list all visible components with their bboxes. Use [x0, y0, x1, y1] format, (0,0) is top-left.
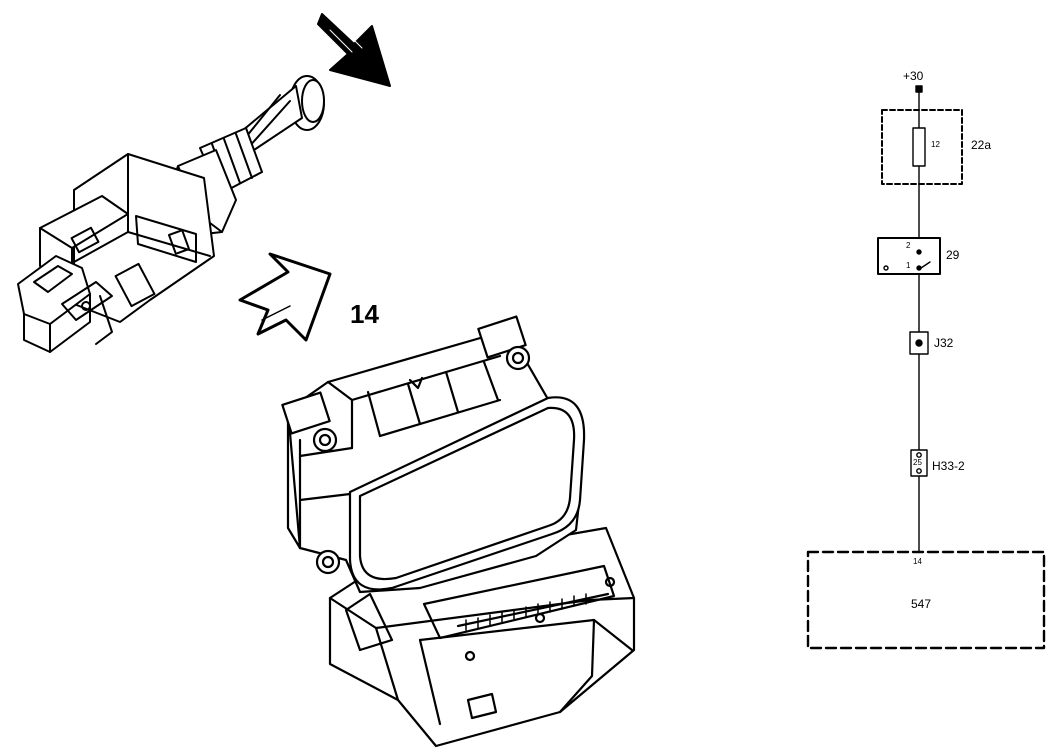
- ecu-box: [806, 550, 1046, 650]
- fuse-symbol: [912, 127, 926, 167]
- fuse-box-label: 22a: [971, 138, 992, 152]
- direction-arrow-black: [317, 13, 391, 87]
- control-unit-illustration: [281, 315, 636, 748]
- brake-light-switch-illustration: [17, 75, 325, 353]
- ecu-label: 547: [911, 597, 932, 611]
- switch-pin-bottom: 1: [906, 261, 911, 270]
- wiring-schematic: [806, 85, 1046, 650]
- supply-label: +30: [903, 69, 924, 83]
- fuse-box: [881, 109, 963, 185]
- supply-terminal: [915, 85, 923, 93]
- switch-pin-top: 2: [906, 241, 911, 250]
- connector-symbol: [910, 449, 928, 477]
- connector-pins: [465, 593, 587, 631]
- connector-pin: 25: [913, 458, 922, 467]
- ecu-pin: 14: [913, 557, 922, 566]
- connector-label: H33-2: [932, 459, 965, 473]
- switch-label: 29: [946, 248, 960, 262]
- fuse-number: 12: [931, 140, 940, 149]
- callout-number: 14: [350, 299, 379, 329]
- junction-label: J32: [934, 336, 954, 350]
- direction-arrow-outline: [238, 252, 332, 342]
